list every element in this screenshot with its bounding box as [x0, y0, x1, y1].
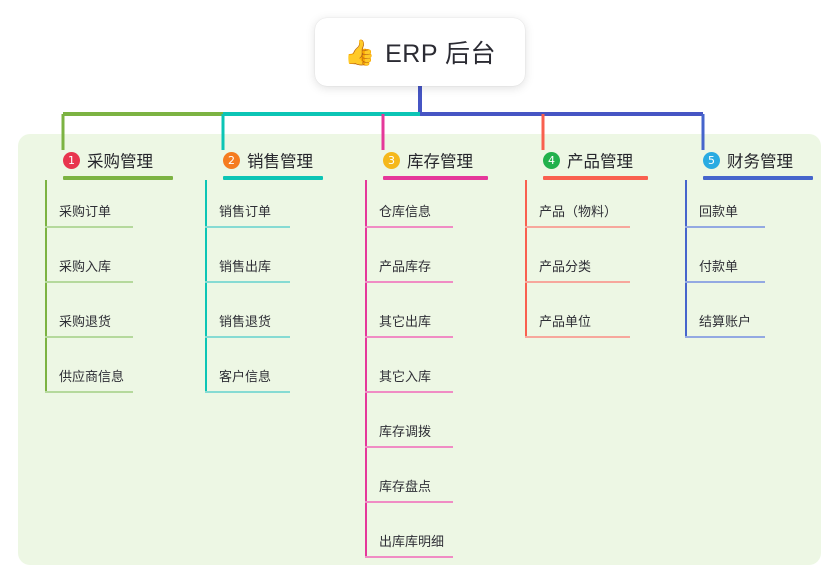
branch-child-item[interactable]: 销售订单 — [205, 180, 300, 228]
branch-child-label: 采购订单 — [59, 204, 112, 219]
branch-child-underline — [365, 336, 453, 338]
branch-child-underline — [205, 226, 290, 228]
branch-header-1[interactable]: 1 采购管理 — [45, 148, 205, 172]
branch-child-underline — [525, 281, 630, 283]
branch-spine — [365, 180, 367, 558]
branch-child-label: 采购入库 — [59, 259, 112, 274]
branch-child-item[interactable]: 采购入库 — [45, 235, 143, 283]
branch-child-label: 回款单 — [699, 204, 739, 219]
branch-child-label: 出库库明细 — [379, 534, 445, 549]
root-node[interactable]: 👍 ERP 后台 — [315, 18, 525, 86]
branch-header-2[interactable]: 2 销售管理 — [205, 148, 365, 172]
branch-column-3: 3 库存管理仓库信息产品库存其它出库其它入库库存调拨库存盘点出库库明细 — [365, 148, 525, 558]
branch-spine — [685, 180, 687, 338]
branch-child-label: 客户信息 — [219, 369, 272, 384]
branch-title-label: 产品管理 — [567, 153, 633, 171]
branch-child-underline — [45, 391, 133, 393]
branch-child-label: 仓库信息 — [379, 204, 432, 219]
branch-number-badge: 4 — [543, 151, 560, 169]
branch-child-underline — [525, 226, 630, 228]
branch-child-underline — [365, 501, 453, 503]
branch-underline — [223, 176, 323, 180]
branch-child-underline — [365, 226, 453, 228]
branch-column-5: 5 财务管理回款单付款单结算账户 — [685, 148, 839, 338]
branch-child-underline — [365, 446, 453, 448]
branch-header-4[interactable]: 4 产品管理 — [525, 148, 685, 172]
branch-child-label: 库存调拨 — [379, 424, 432, 439]
branch-child-underline — [365, 391, 453, 393]
branch-spine — [205, 180, 207, 393]
branch-child-label: 结算账户 — [699, 314, 752, 329]
branch-child-label: 其它入库 — [379, 369, 432, 384]
branch-underline — [703, 176, 813, 180]
branch-child-label: 销售退货 — [219, 314, 272, 329]
branch-underline — [383, 176, 488, 180]
branch-child-underline — [45, 336, 133, 338]
branch-underline — [543, 176, 648, 180]
branch-column-1: 1 采购管理采购订单采购入库采购退货供应商信息 — [45, 148, 205, 393]
branch-child-item[interactable]: 库存调拨 — [365, 400, 463, 448]
branch-child-label: 产品单位 — [539, 314, 592, 329]
branch-child-underline — [205, 336, 290, 338]
branch-child-item[interactable]: 付款单 — [685, 235, 775, 283]
branch-child-item[interactable]: 结算账户 — [685, 290, 775, 338]
branch-child-label: 其它出库 — [379, 314, 432, 329]
branch-child-item[interactable]: 出库库明细 — [365, 510, 463, 558]
branch-number-badge: 5 — [703, 151, 720, 169]
branch-child-underline — [685, 336, 765, 338]
branch-child-item[interactable]: 采购退货 — [45, 290, 143, 338]
branch-child-item[interactable]: 产品库存 — [365, 235, 463, 283]
thumbs-up-icon: 👍 — [343, 37, 376, 67]
branch-child-label: 产品分类 — [539, 259, 592, 274]
branch-child-item[interactable]: 销售出库 — [205, 235, 300, 283]
branch-child-item[interactable]: 其它入库 — [365, 345, 463, 393]
branch-child-item[interactable]: 销售退货 — [205, 290, 300, 338]
branch-column-4: 4 产品管理产品（物料） 产品分类产品单位 — [525, 148, 685, 338]
branch-underline — [63, 176, 173, 180]
branch-child-underline — [525, 336, 630, 338]
branch-child-item[interactable]: 产品分类 — [525, 235, 640, 283]
branch-child-item[interactable]: 供应商信息 — [45, 345, 143, 393]
branch-child-item[interactable]: 产品（物料） — [525, 180, 640, 228]
branch-child-underline — [205, 281, 290, 283]
branch-child-item[interactable]: 产品单位 — [525, 290, 640, 338]
branch-child-underline — [685, 281, 765, 283]
branch-child-underline — [45, 226, 133, 228]
branch-title-label: 财务管理 — [727, 153, 793, 171]
branch-child-item[interactable]: 回款单 — [685, 180, 775, 228]
branch-child-underline — [365, 281, 453, 283]
branch-header-5[interactable]: 5 财务管理 — [685, 148, 839, 172]
branch-title-label: 采购管理 — [87, 153, 153, 171]
branch-child-item[interactable]: 采购订单 — [45, 180, 143, 228]
branch-child-label: 销售订单 — [219, 204, 272, 219]
branch-number-badge: 1 — [63, 151, 80, 169]
root-node-label: ERP 后台 — [385, 40, 497, 68]
branches-panel — [18, 134, 821, 565]
branch-child-label: 产品（物料） — [539, 204, 618, 219]
branch-child-item[interactable]: 客户信息 — [205, 345, 300, 393]
branch-child-item[interactable]: 库存盘点 — [365, 455, 463, 503]
branch-header-3[interactable]: 3 库存管理 — [365, 148, 525, 172]
branch-child-label: 供应商信息 — [59, 369, 125, 384]
branch-child-underline — [685, 226, 765, 228]
branch-number-badge: 3 — [383, 151, 400, 169]
branch-child-label: 付款单 — [699, 259, 739, 274]
branch-number-badge: 2 — [223, 151, 240, 169]
branch-child-label: 采购退货 — [59, 314, 112, 329]
branch-child-item[interactable]: 其它出库 — [365, 290, 463, 338]
branch-child-label: 库存盘点 — [379, 479, 432, 494]
branch-child-underline — [365, 556, 453, 558]
branch-child-item[interactable]: 仓库信息 — [365, 180, 463, 228]
branch-child-underline — [205, 391, 290, 393]
branch-spine — [45, 180, 47, 393]
branch-title-label: 库存管理 — [407, 153, 473, 171]
branch-title-label: 销售管理 — [247, 153, 313, 171]
branch-column-2: 2 销售管理销售订单销售出库销售退货客户信息 — [205, 148, 365, 393]
branch-child-label: 销售出库 — [219, 259, 272, 274]
branch-child-underline — [45, 281, 133, 283]
branch-spine — [525, 180, 527, 338]
branch-child-label: 产品库存 — [379, 259, 432, 274]
